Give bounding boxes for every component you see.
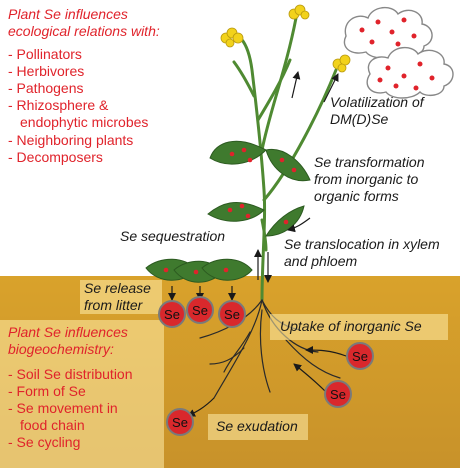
ecology-block: Plant Se influences ecological relations… xyxy=(8,6,198,166)
se-badge: Se xyxy=(158,300,186,328)
se-badge: Se xyxy=(346,342,374,370)
biogeochem-item: food chain xyxy=(20,417,85,434)
ecology-item: - Rhizosphere & xyxy=(8,97,109,114)
flower-clusters xyxy=(220,4,351,73)
biogeochem-item: - Se movement in xyxy=(8,400,118,417)
ecology-item: - Decomposers xyxy=(8,148,103,165)
se-badge: Se xyxy=(218,300,246,328)
se-badge-label: Se xyxy=(224,307,240,322)
se-badge-label: Se xyxy=(330,387,346,402)
ecology-heading: Plant Se influences ecological relations… xyxy=(8,6,160,40)
uptake-label: Uptake of inorganic Se xyxy=(280,318,422,334)
uptake-box xyxy=(270,314,448,340)
ecology-item: - Herbivores xyxy=(8,63,85,80)
se-badge: Se xyxy=(324,380,352,408)
exudation-box xyxy=(208,414,308,440)
ecology-item: endophytic microbes xyxy=(20,114,149,131)
ecology-item: - Neighboring plants xyxy=(8,131,134,148)
exudation-label: Se exudation xyxy=(216,418,298,434)
ecology-item: - Pathogens xyxy=(8,80,84,97)
se-badge: Se xyxy=(166,408,194,436)
biogeochem-heading: Plant Se influences biogeochemistry: xyxy=(8,324,128,358)
ecology-item: - Pollinators xyxy=(8,46,82,63)
sequestration-label: Se sequestration xyxy=(120,228,226,244)
biogeochem-box xyxy=(0,320,164,468)
se-badge: Se xyxy=(186,296,214,324)
se-badge-label: Se xyxy=(192,303,208,318)
ecology-list: - Pollinators - Herbivores - Pathogens -… xyxy=(8,46,198,166)
biogeochem-item: - Soil Se distribution xyxy=(8,366,133,383)
biogeochem-item: - Se cycling xyxy=(8,434,81,451)
se-badge-label: Se xyxy=(164,307,180,322)
se-badge-label: Se xyxy=(352,349,368,364)
se-badge-label: Se xyxy=(172,415,188,430)
leaf-se-dots xyxy=(227,147,297,225)
transformation-label: Se transformation from inorganic to orga… xyxy=(314,154,425,205)
biogeochem-item: - Form of Se xyxy=(8,383,86,400)
release-box xyxy=(80,280,162,314)
translocation-label: Se translocation in xylem and phloem xyxy=(284,236,440,270)
release-label: Se release from litter xyxy=(84,280,151,314)
process-arrows xyxy=(168,71,347,417)
cloud-right xyxy=(366,47,454,99)
cloud-dots xyxy=(359,17,435,91)
volatilization-label: Volatilization of DM(D)Se xyxy=(330,94,424,128)
cloud-left xyxy=(343,7,433,59)
biogeochem-list: - Soil Se distribution - Form of Se - Se… xyxy=(8,366,164,451)
biogeochem-block: Plant Se influences biogeochemistry: - S… xyxy=(8,324,164,452)
litter-se-dots xyxy=(163,267,229,275)
